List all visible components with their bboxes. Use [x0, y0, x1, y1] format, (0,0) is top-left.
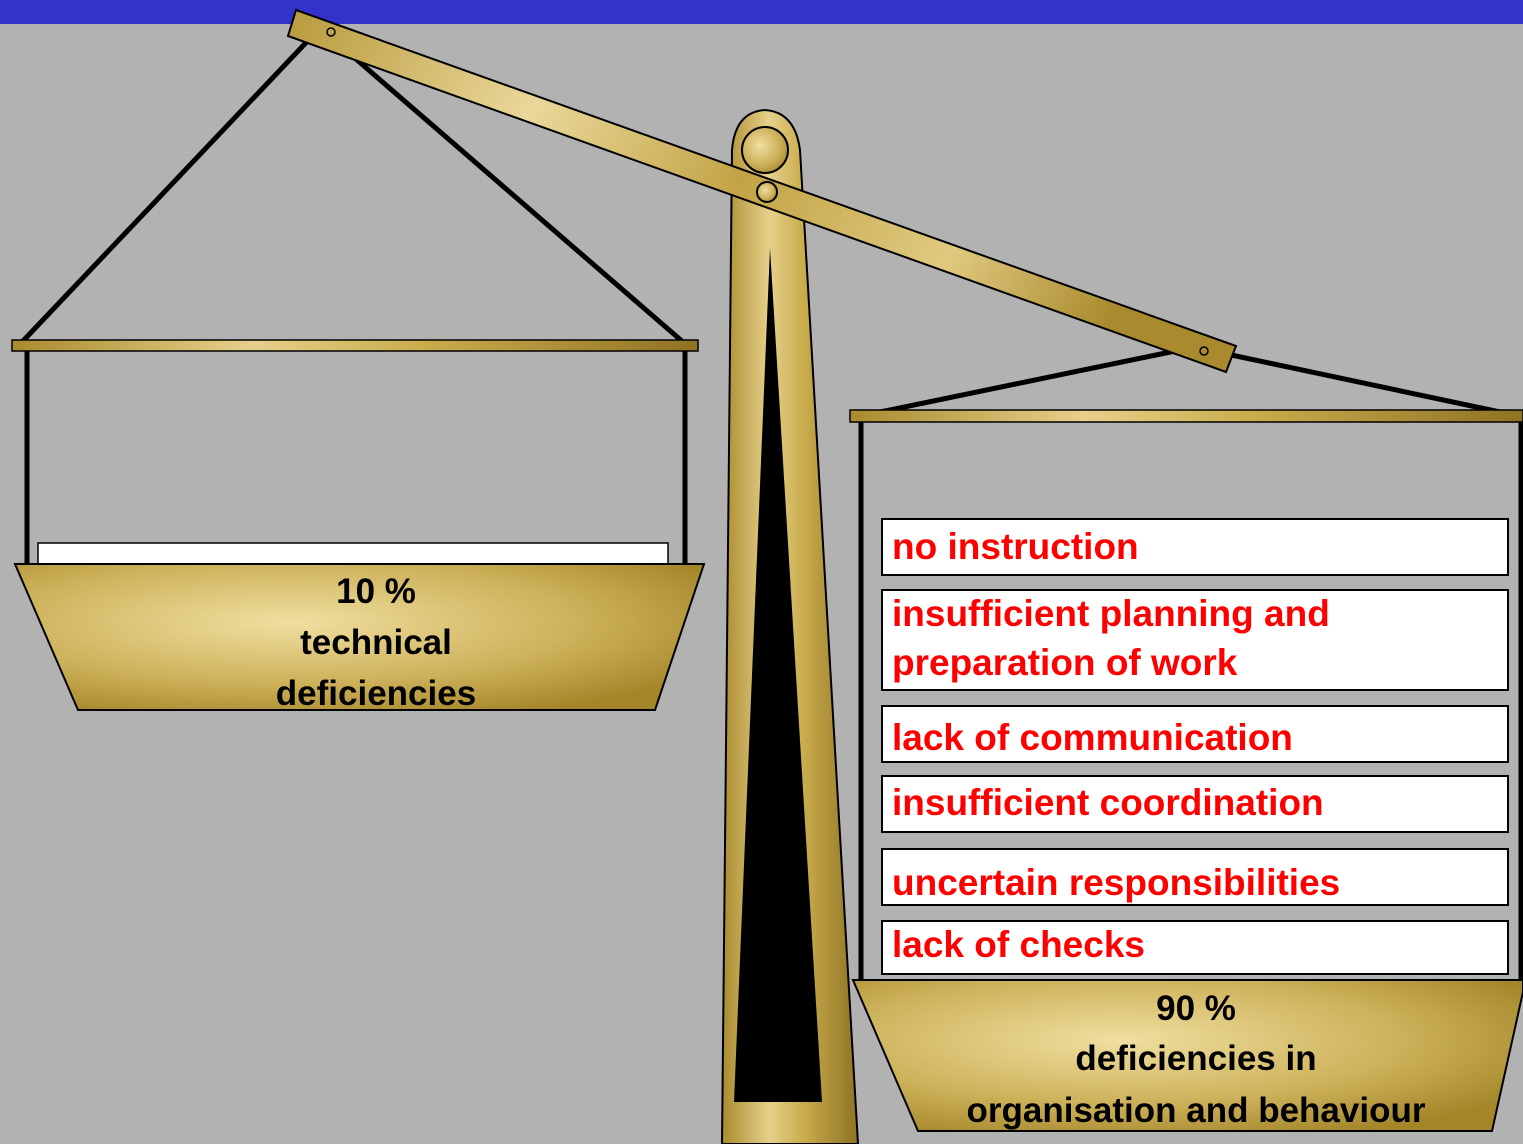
deficiency-label: lack of communication — [892, 717, 1293, 758]
beam-right-hook — [1199, 346, 1209, 356]
deficiency-insufficient-coordination: insufficient coordination — [881, 775, 1509, 833]
left-pan-label-line2: deficiencies — [275, 674, 477, 713]
left-crossbar — [11, 339, 699, 352]
deficiency-label: preparation of work — [892, 642, 1238, 683]
deficiency-lack-of-checks: lack of checks — [881, 920, 1509, 975]
deficiency-label: insufficient coordination — [892, 782, 1324, 823]
right-crossbar — [849, 409, 1523, 423]
deficiency-no-instruction: no instruction — [881, 518, 1509, 576]
top-bar — [0, 0, 1523, 24]
deficiency-insufficient-planning: insufficient planning and preparation of… — [881, 589, 1509, 691]
beam-pivot — [756, 181, 778, 203]
deficiency-lack-of-communication: lack of communication — [881, 705, 1509, 763]
left-pan-percent: 10 % — [336, 572, 416, 611]
right-pan-percent: 90 % — [1156, 989, 1236, 1028]
deficiency-label: no instruction — [892, 526, 1139, 567]
deficiency-label: insufficient planning and — [892, 593, 1330, 634]
right-pan-label-line1: deficiencies in — [1075, 1039, 1317, 1078]
pivot-knob — [741, 126, 789, 174]
right-hanging-strings — [858, 347, 1523, 982]
deficiency-label: uncertain responsibilities — [892, 862, 1341, 903]
left-pan — [13, 563, 706, 711]
left-hanging-strings — [20, 28, 688, 565]
post-shadow — [734, 248, 822, 1102]
right-pan-label-line2: organisation and behaviour — [966, 1091, 1426, 1130]
left-pan-label-line1: technical — [300, 623, 452, 662]
deficiency-label: lack of checks — [892, 924, 1145, 965]
right-pan — [851, 979, 1523, 1132]
deficiency-uncertain-responsibilities: uncertain responsibilities — [881, 848, 1509, 906]
beam-left-hook — [326, 27, 336, 37]
